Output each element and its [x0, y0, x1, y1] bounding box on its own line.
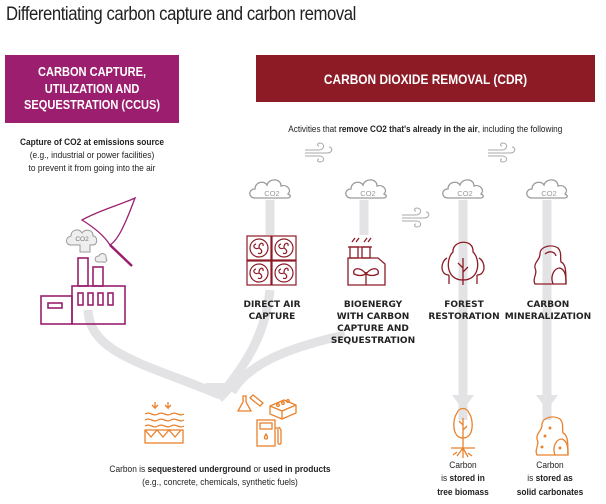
tree-with-roots-icon: [451, 407, 475, 458]
fuel-pump-icon: [256, 419, 282, 447]
outcome-seq-bold2: used in products: [263, 464, 331, 475]
arrowheads: [205, 383, 558, 410]
arrowhead-outcome: [205, 383, 240, 402]
flow-ccus-to-outcome: [83, 309, 222, 400]
cdr-desc-post: , including the following: [478, 124, 563, 135]
outcome-carb-bold2: solid carbonates: [516, 486, 584, 498]
co2-cloud-icon: CO2: [526, 179, 568, 199]
cdr-description: Activities that remove CO2 that's alread…: [256, 124, 595, 135]
outcome-seq-pre: Carbon is: [109, 464, 148, 475]
svg-text:CO2: CO2: [360, 189, 375, 198]
outcome-tree-bold2: tree biomass: [437, 486, 489, 498]
svg-text:CO2: CO2: [264, 189, 279, 198]
outcome-carb-bold1: stored as: [535, 473, 573, 485]
outcome-tree-biomass: Carbon is stored in tree biomass: [428, 459, 498, 499]
smoke-puff-icon: [94, 253, 108, 263]
svg-text:CO2: CO2: [75, 236, 89, 243]
cdr-desc-bold: remove CO2 that's already in the air: [338, 124, 479, 135]
underground-storage-icon: [144, 402, 185, 444]
cdr-heading-box: CARBON DIOXIDE REMOVAL (CDR): [256, 55, 595, 102]
ccus-desc-line3: to prevent it from going into the air: [28, 162, 156, 174]
arrowhead-forest: [452, 395, 474, 410]
carbonate-rock-icon: [535, 416, 569, 456]
wind-icon: [401, 207, 430, 228]
page-title: Differentiating carbon capture and carbo…: [6, 4, 356, 25]
lab-flask-icon: [236, 394, 264, 412]
outcome-sequestered: Carbon is sequestered underground or use…: [90, 463, 350, 490]
co2-cloud-icon: CO2: [66, 229, 98, 253]
method-label-forest-restoration: FOREST RESTORATION: [428, 300, 500, 323]
outcome-seq-line2: (e.g., concrete, chemicals, synthetic fu…: [142, 477, 298, 489]
ccus-heading: CARBON CAPTURE, UTILIZATION AND SEQUESTR…: [23, 63, 161, 113]
outcome-tree-line1: Carbon: [449, 460, 477, 471]
outcome-carb-line1: Carbon: [536, 460, 564, 471]
outcome-seq-mid: or: [251, 464, 264, 475]
ccus-heading-box: CARBON CAPTURE, UTILIZATION AND SEQUESTR…: [5, 55, 179, 123]
method-label-direct-air-capture: DIRECT AIR CAPTURE: [243, 300, 301, 323]
outcome-carb-pre: is: [527, 473, 536, 485]
svg-text:CO2: CO2: [457, 189, 472, 198]
cdr-desc-pre: Activities that: [288, 124, 339, 135]
flow-beccs: [228, 200, 369, 395]
outcome-tree-pre: is: [441, 473, 450, 485]
ccus-desc-line2: (e.g., industrial or power facilities): [29, 149, 155, 161]
factory-with-net-icon: [40, 196, 137, 325]
arrowhead-mineral: [536, 395, 558, 410]
wind-icon: [487, 142, 516, 163]
fan-array-icon: [246, 235, 297, 286]
bioenergy-plant-icon: [347, 237, 386, 286]
svg-text:CO2: CO2: [541, 189, 556, 198]
cdr-heading: CARBON DIOXIDE REMOVAL (CDR): [323, 70, 528, 87]
co2-cloud-icon: CO2: [249, 179, 291, 199]
co2-cloud-icon: CO2: [442, 179, 484, 199]
ccus-desc-bold: Capture of CO2 at emissions source: [19, 137, 165, 148]
co2-cloud-icon: CO2: [345, 179, 387, 199]
outcome-seq-bold1: sequestered underground: [147, 464, 252, 475]
outcome-tree-bold1: stored in: [449, 473, 485, 485]
forest-icon: [441, 241, 485, 285]
method-label-bioenergy: BIOENERGY WITH CARBON CAPTURE AND SEQUES…: [330, 300, 416, 347]
outcome-solid-carbonates: Carbon is stored as solid carbonates: [505, 459, 595, 499]
method-label-carbon-mineralization: CARBON MINERALIZATION: [504, 300, 592, 323]
ccus-description: Capture of CO2 at emissions source (e.g.…: [0, 137, 184, 175]
brick-icon: [269, 399, 297, 420]
rock-icon: [533, 245, 567, 285]
wind-icon: [304, 142, 333, 163]
